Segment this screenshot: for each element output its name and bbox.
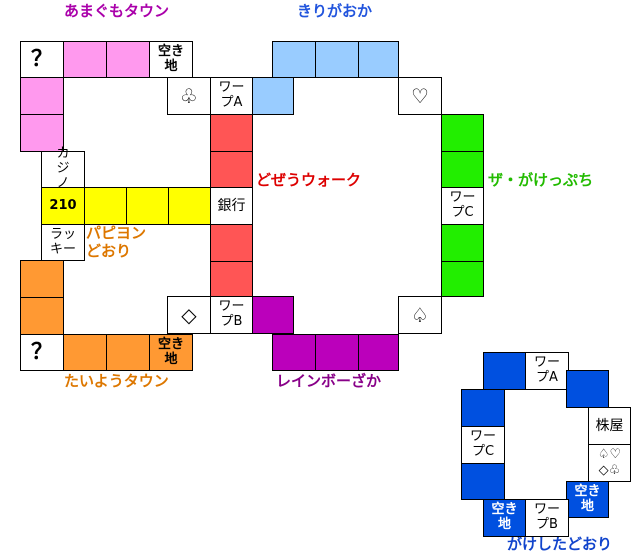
district-label-papiyon-1: パピヨン [86, 224, 147, 242]
square-lucky[interactable]: ラッキー [41, 224, 85, 261]
square-red[interactable] [210, 151, 253, 188]
square-blue[interactable] [483, 352, 526, 390]
district-label-zagakeppuchi: ザ・がけっぷち [488, 171, 594, 189]
square-warp-c-small[interactable]: ワープC [461, 426, 505, 464]
square-red[interactable] [210, 114, 253, 152]
square-club[interactable]: ♧ [167, 77, 211, 115]
square-orange[interactable] [106, 334, 150, 371]
square-vacant-lot-blue[interactable]: 空き地 [483, 499, 526, 537]
warp-c-text: ワープC [469, 429, 496, 459]
square-warp-b-small[interactable]: ワープB [525, 499, 569, 537]
square-yellow[interactable] [126, 187, 169, 225]
diamond-icon: ◇ [181, 302, 197, 327]
district-label-dozeu: どぜうウォーク [256, 171, 362, 189]
spade-icon: ♤ [411, 302, 429, 327]
heart-icon: ♡ [411, 83, 429, 108]
vacant-lot-text: 空き地 [158, 43, 185, 74]
bank-text: 銀行 [217, 197, 246, 214]
shop-210-text: 210 [49, 197, 77, 213]
square-vacant-lot-blue[interactable]: 空き地 [566, 481, 609, 518]
district-label-kirigaoka: きりがおか [297, 2, 373, 20]
warp-c-text: ワープC [449, 190, 476, 220]
square-pink[interactable] [20, 77, 64, 115]
district-label-amagumo: あまぐもタウン [64, 2, 170, 20]
district-label-rainbow: レインボーざか [276, 372, 382, 390]
vacant-lot-text: 空き地 [574, 483, 601, 514]
club-icon: ♧ [180, 83, 198, 108]
lucky-text: ラッキー [50, 226, 77, 257]
square-pink[interactable] [20, 114, 64, 152]
square-blue[interactable] [461, 463, 505, 500]
square-heart[interactable]: ♡ [398, 77, 442, 115]
square-diamond[interactable]: ◇ [167, 296, 211, 334]
square-lightblue[interactable] [252, 77, 294, 115]
square-casino[interactable]: カジノ [41, 146, 85, 191]
square-purple[interactable] [358, 334, 399, 371]
square-lightblue[interactable] [272, 41, 316, 78]
vacant-lot-text: 空き地 [491, 502, 518, 532]
square-pink[interactable] [63, 41, 107, 78]
square-green[interactable] [441, 151, 484, 188]
square-vacant-lot[interactable]: 空き地 [149, 334, 193, 371]
square-green[interactable] [441, 114, 484, 152]
square-red[interactable] [210, 224, 253, 262]
warp-b-text: ワープB [533, 502, 560, 532]
square-orange[interactable] [63, 334, 107, 371]
square-green[interactable] [441, 224, 484, 262]
square-blue[interactable] [566, 370, 609, 408]
suits-icon: ♤♡ [597, 447, 622, 463]
vacant-lot-text: 空き地 [158, 336, 185, 367]
district-label-gakeshita: がけしたどおり [507, 535, 613, 553]
square-lightblue[interactable] [315, 41, 359, 78]
square-yellow[interactable] [168, 187, 211, 225]
suits-icon: ◇♧ [598, 463, 621, 478]
square-red[interactable] [210, 261, 253, 297]
square-warp-a-small[interactable]: ワープA [525, 352, 569, 390]
square-purple[interactable] [272, 334, 316, 371]
square-question-top[interactable]: ？ [20, 41, 64, 78]
district-label-taiyou: たいようタウン [64, 372, 169, 390]
district-label-papiyon-2: どおり [86, 242, 132, 260]
square-green[interactable] [441, 261, 484, 297]
square-spade[interactable]: ♤ [398, 296, 442, 334]
square-warp-c[interactable]: ワープC [441, 187, 484, 225]
square-stock-suits[interactable]: ♤♡ ◇♧ [588, 444, 631, 482]
square-pink[interactable] [106, 41, 150, 78]
casino-text: カジノ [56, 146, 70, 191]
square-orange[interactable] [20, 260, 64, 298]
square-shop-210[interactable]: 210 [41, 187, 85, 225]
stock-shop-text: 株屋 [595, 417, 624, 434]
square-stock-shop[interactable]: 株屋 [588, 407, 631, 445]
square-orange[interactable] [20, 297, 64, 335]
square-warp-b[interactable]: ワープB [210, 296, 253, 334]
square-question-bottom[interactable]: ？ [20, 334, 64, 371]
warp-b-text: ワープB [218, 299, 245, 329]
warp-a-text: ワープA [533, 355, 560, 385]
square-bank[interactable]: 銀行 [210, 187, 253, 225]
square-vacant-lot[interactable]: 空き地 [149, 41, 193, 78]
square-yellow[interactable] [84, 187, 127, 225]
warp-a-text: ワープA [218, 80, 245, 110]
square-warp-a[interactable]: ワープA [210, 77, 253, 115]
square-lightblue[interactable] [358, 41, 399, 78]
square-purple[interactable] [252, 296, 294, 334]
square-purple[interactable] [315, 334, 359, 371]
square-blue[interactable] [461, 389, 505, 427]
